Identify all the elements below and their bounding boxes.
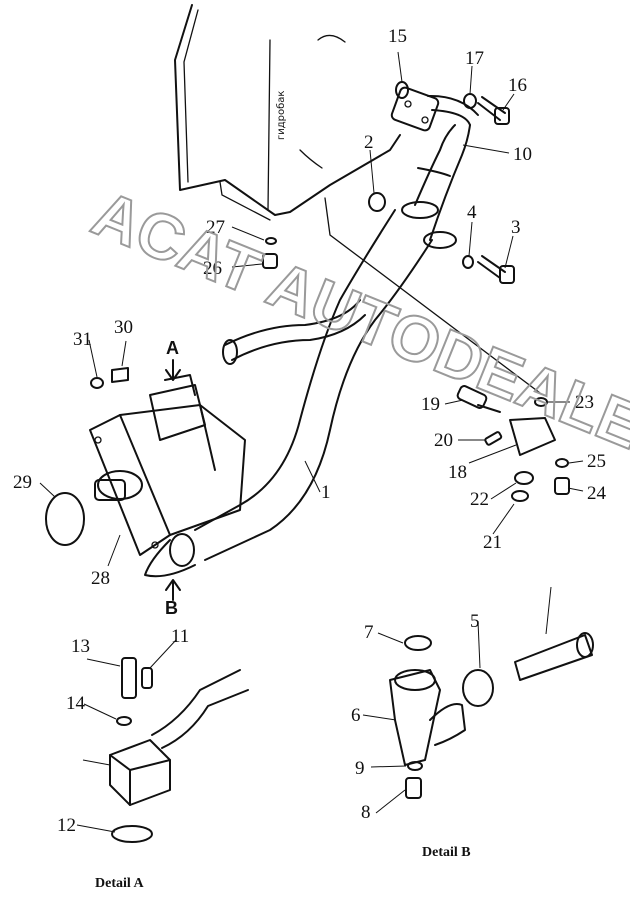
part-number: 14 [66,693,86,714]
hydraulic-tank [174,4,541,394]
part-number: 26 [203,258,222,279]
part-number: 25 [587,451,606,472]
detail-a [109,657,249,843]
part-number: 3 [511,217,521,238]
part-number: 24 [587,483,607,504]
view-marker-b: B [165,598,178,618]
part-number: 28 [91,568,110,589]
leader-lines [39,51,584,833]
hydraulic-pump [89,374,246,578]
tank-label: гидробак [276,91,287,140]
detail-b-caption: Detail B [422,845,471,860]
hardware [45,81,515,546]
detail-b [389,632,594,799]
part-number: 17 [465,48,484,69]
part-number: 22 [470,489,489,510]
fitting-assembly [456,385,570,502]
part-number: 29 [13,472,32,493]
part-number: 27 [206,217,225,238]
part-number: 8 [361,802,371,823]
part-numbers: 1 2 3 4 5 6 7 8 9 10 11 12 13 14 15 16 1… [13,26,607,836]
part-number: 15 [388,26,407,47]
part-number: 18 [448,462,467,483]
part-number: 4 [467,202,477,223]
part-number: 20 [434,430,453,451]
part-number: 10 [513,144,532,165]
part-number: 21 [483,532,502,553]
view-arrows [165,359,181,601]
part-number: 31 [73,329,92,350]
part-number: 13 [71,636,90,657]
part-number: 1 [321,482,331,503]
suction-hose [194,124,471,561]
return-hose [222,299,366,365]
part-number: 2 [364,132,374,153]
pressure-pipe [390,86,479,132]
part-number: 6 [351,705,361,726]
part-number: 5 [470,611,480,632]
part-number: 11 [171,626,189,647]
part-number: 7 [364,622,374,643]
part-number: 9 [355,758,365,779]
part-number: 19 [421,394,440,415]
part-number: 12 [57,815,76,836]
detail-a-caption: Detail A [95,876,144,891]
part-number: 16 [508,75,527,96]
part-number: 30 [114,317,133,338]
view-marker-a: A [166,338,179,358]
part-number: 23 [575,392,594,413]
